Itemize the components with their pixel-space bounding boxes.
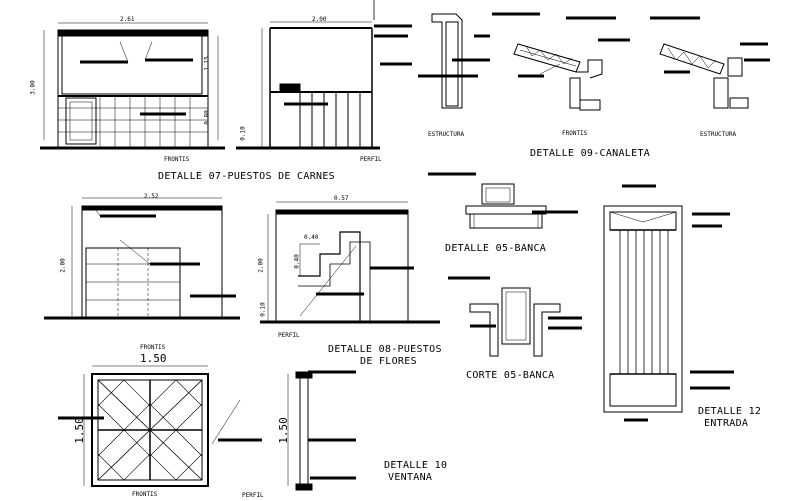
detail09-front (513, 16, 630, 111)
d07-upper-dim: 1.15 (203, 56, 211, 71)
detail07-side-elevation (236, 0, 412, 150)
d07-height-total: 3.00 (29, 80, 37, 95)
detail05-bench-elevation (428, 172, 578, 229)
detail07-front-elevation (40, 22, 225, 150)
d08-height-side: 2.00 (257, 258, 265, 273)
d07-front-view-label: FRONTIS (164, 156, 190, 163)
d10-title-line2: VENTANA (388, 472, 433, 483)
d10-width-dim: 1.50 (140, 352, 167, 365)
d07-title: DETALLE 07-PUESTOS DE CARNES (158, 171, 335, 182)
d10-front-view-label: FRONTIS (132, 491, 158, 498)
d05-title: DETALLE 05-BANCA (445, 243, 547, 254)
d08-height-front: 2.00 (59, 258, 67, 273)
detail12-entrance (603, 184, 734, 422)
d08-side-view-label: PERFIL (278, 332, 300, 339)
d08-step-width: 0.40 (304, 234, 319, 241)
d10-title-line1: DETALLE 10 (384, 460, 448, 471)
detail05-bench-section (448, 276, 582, 357)
d08-front-width: 2.52 (144, 193, 159, 200)
d09-view-front: FRONTIS (562, 130, 588, 137)
d07-side-width: 2.00 (312, 16, 327, 23)
d08-side-width: 0.57 (334, 195, 349, 202)
d10-side-view-label: PERFIL (242, 492, 264, 499)
detail08-front-elevation (44, 197, 240, 320)
d07-lower-dim: 0.80 (203, 110, 211, 125)
d07-side-view-label: PERFIL (360, 156, 382, 163)
d10-height-front: 1.50 (72, 417, 86, 444)
d08-title-line1: DETALLE 08-PUESTOS (328, 344, 442, 355)
d10-height-side: 1.50 (276, 417, 290, 444)
d05-section-title: CORTE 05-BANCA (466, 370, 555, 381)
d08-front-view-label: FRONTIS (140, 344, 166, 351)
d08-step-height: 0.40 (293, 254, 301, 269)
detail08-side-elevation (260, 201, 440, 324)
d12-title-line1: DETALLE 12 (698, 406, 762, 417)
d09-view-structure-right: ESTRUCTURA (700, 131, 737, 138)
d12-title-line2: ENTRADA (704, 418, 749, 429)
d09-view-structure-left: ESTRUCTURA (428, 131, 465, 138)
d07-base-dim: 0.10 (239, 126, 247, 141)
detail09-structure-left (418, 12, 540, 109)
detail10-window-front (58, 365, 262, 487)
d09-title: DETALLE 09-CANALETA (530, 148, 651, 159)
detail10-window-side (287, 370, 356, 491)
d08-base-dim: 0.10 (259, 302, 267, 317)
detail09-structure-right (650, 16, 770, 109)
d08-title-line2: DE FLORES (360, 356, 417, 367)
d07-front-width: 2.61 (120, 16, 135, 23)
